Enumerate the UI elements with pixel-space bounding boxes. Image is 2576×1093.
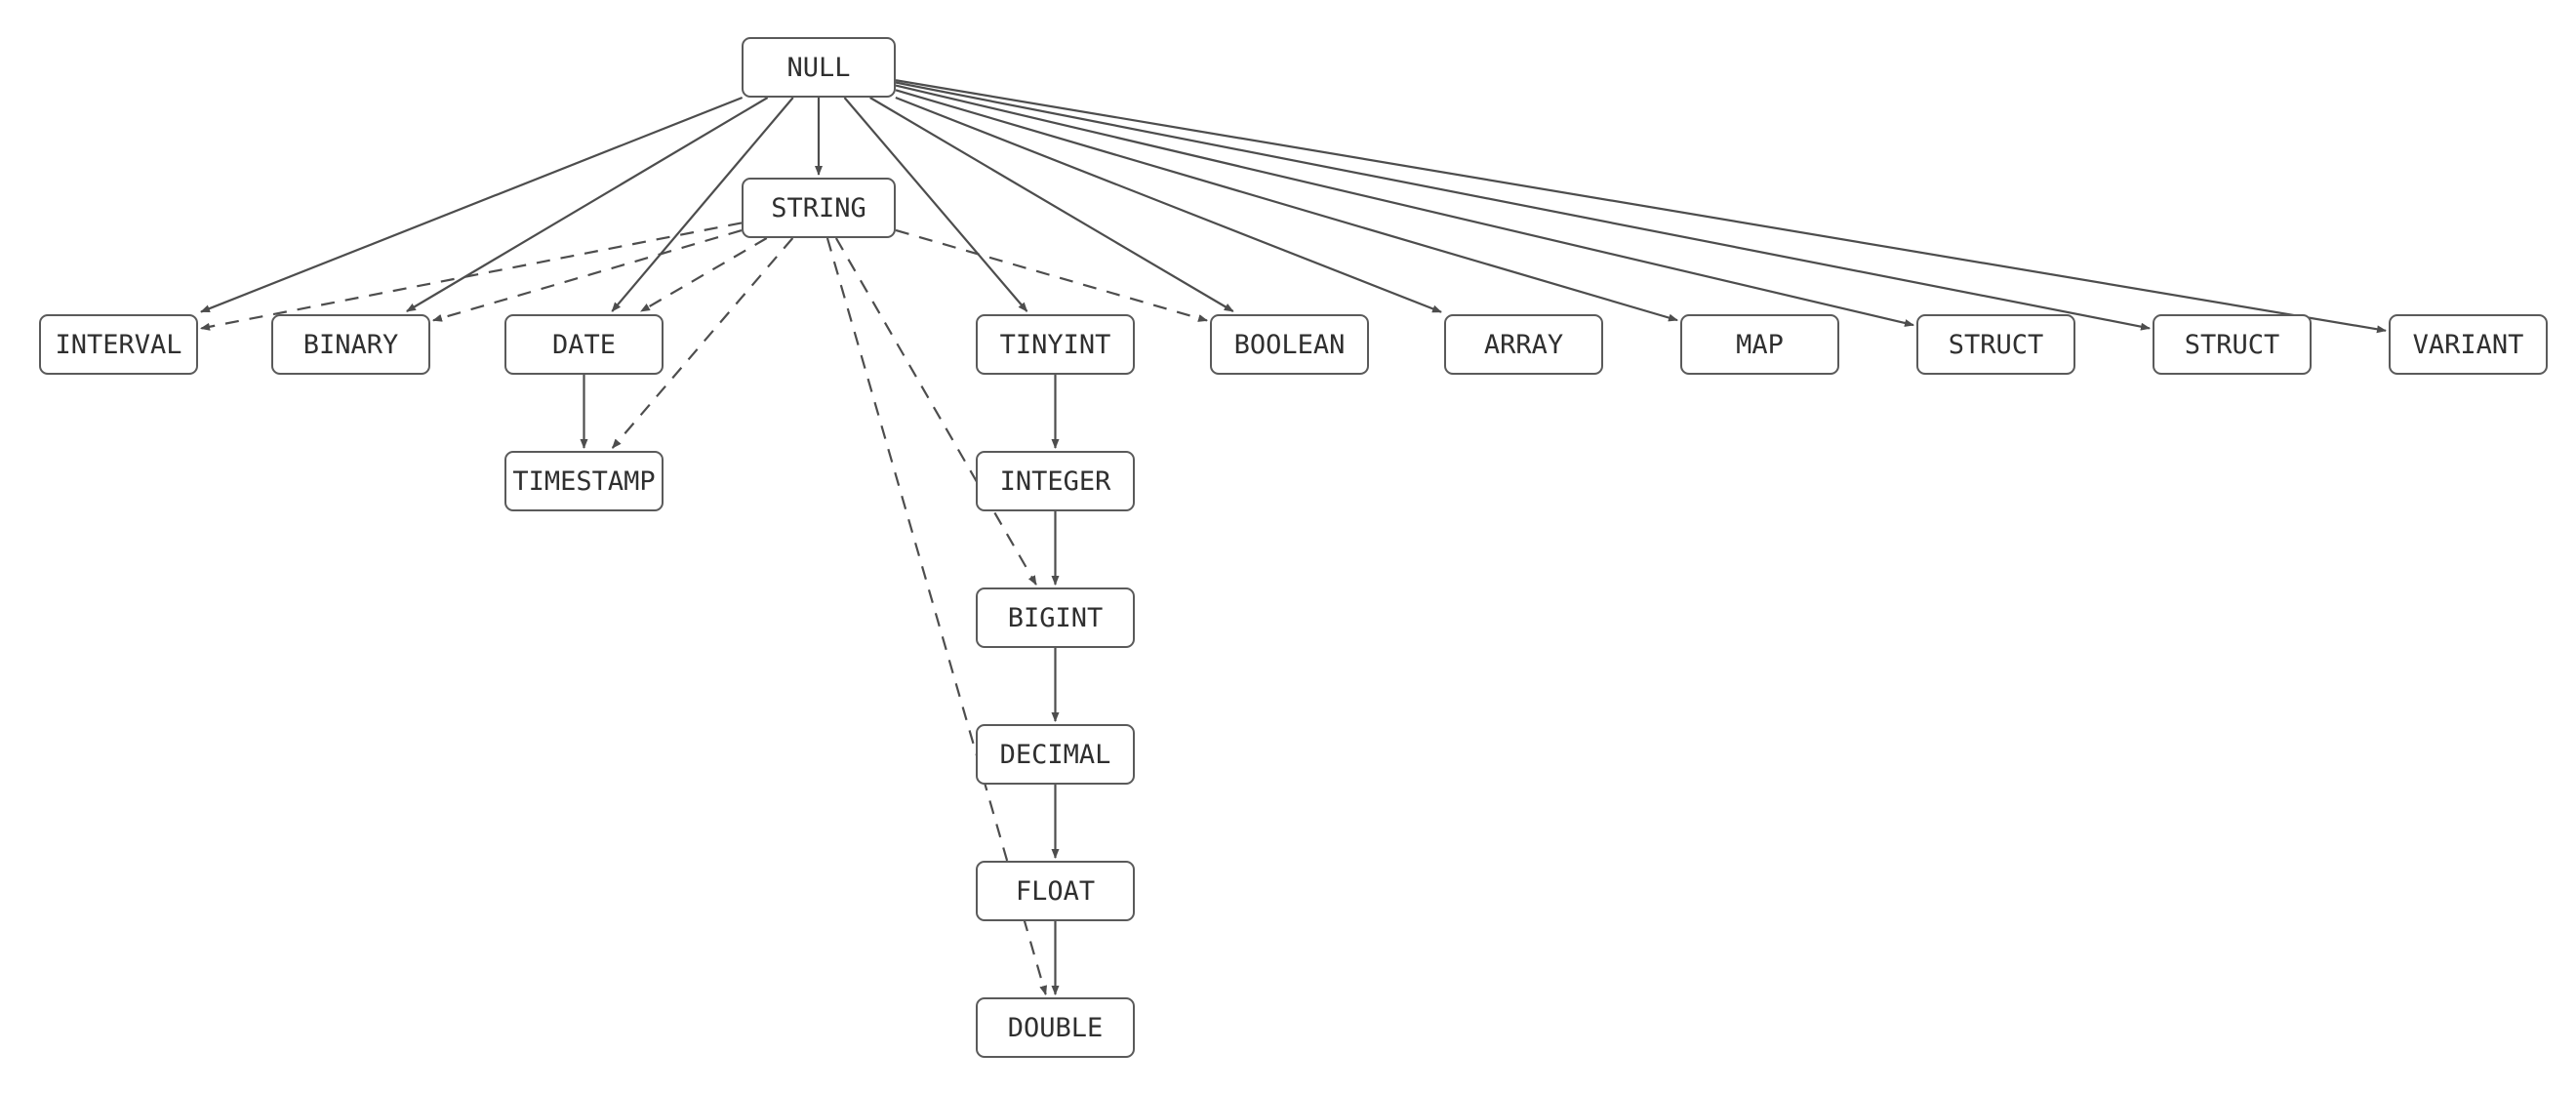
edge-null-to-variant <box>895 79 2387 334</box>
node-label: TIMESTAMP <box>512 466 656 497</box>
node-label: DOUBLE <box>1007 1012 1104 1043</box>
edge-string-to-bigint <box>834 237 1037 586</box>
node-label: STRUCT <box>2184 329 2280 360</box>
node-label: BINARY <box>302 329 399 360</box>
node-tinyint[interactable]: TINYINT <box>976 314 1135 375</box>
node-variant[interactable]: VARIANT <box>2389 314 2548 375</box>
node-label: DATE <box>551 329 617 360</box>
node-float[interactable]: FLOAT <box>976 861 1135 921</box>
node-label: STRUCT <box>1948 329 2044 360</box>
node-date[interactable]: DATE <box>504 314 664 375</box>
node-binary[interactable]: BINARY <box>271 314 430 375</box>
node-interval[interactable]: INTERVAL <box>39 314 198 375</box>
edge-null-to-map <box>895 89 1678 322</box>
edge-null-to-tinyint <box>843 97 1028 312</box>
node-decimal[interactable]: DECIMAL <box>976 724 1135 785</box>
edge-null-to-struct1 <box>895 84 1914 327</box>
edge-string-to-double <box>825 237 1048 995</box>
node-label: BIGINT <box>1007 602 1104 633</box>
edge-string-to-timestamp <box>611 237 794 449</box>
node-label: FLOAT <box>1015 875 1096 907</box>
node-double[interactable]: DOUBLE <box>976 997 1135 1058</box>
node-null[interactable]: NULL <box>742 37 896 98</box>
node-bigint[interactable]: BIGINT <box>976 587 1135 648</box>
edge-null-to-date <box>611 97 794 312</box>
node-array[interactable]: ARRAY <box>1444 314 1603 375</box>
node-string[interactable]: STRING <box>742 178 896 238</box>
node-label: VARIANT <box>2412 329 2524 360</box>
edge-null-to-interval <box>200 96 744 313</box>
node-label: TINYINT <box>999 329 1111 360</box>
node-struct1[interactable]: STRUCT <box>1916 314 2075 375</box>
edge-string-to-binary <box>432 229 743 322</box>
node-struct2[interactable]: STRUCT <box>2153 314 2312 375</box>
node-label: BOOLEAN <box>1233 329 1346 360</box>
node-label: STRING <box>771 192 866 223</box>
node-timestamp[interactable]: TIMESTAMP <box>504 451 664 511</box>
node-map[interactable]: MAP <box>1680 314 1839 375</box>
node-label: DECIMAL <box>999 739 1111 770</box>
edge-string-to-interval <box>200 222 743 331</box>
node-boolean[interactable]: BOOLEAN <box>1210 314 1369 375</box>
node-label: MAP <box>1736 329 1784 360</box>
edge-null-to-boolean <box>869 97 1234 312</box>
node-label: NULL <box>786 52 851 83</box>
node-label: ARRAY <box>1483 329 1564 360</box>
edge-null-to-struct2 <box>895 81 2151 331</box>
node-integer[interactable]: INTEGER <box>976 451 1135 511</box>
edge-string-to-boolean <box>895 228 1208 322</box>
node-label: INTERVAL <box>55 329 182 360</box>
node-label: INTEGER <box>999 466 1111 497</box>
edge-null-to-array <box>895 96 1442 313</box>
